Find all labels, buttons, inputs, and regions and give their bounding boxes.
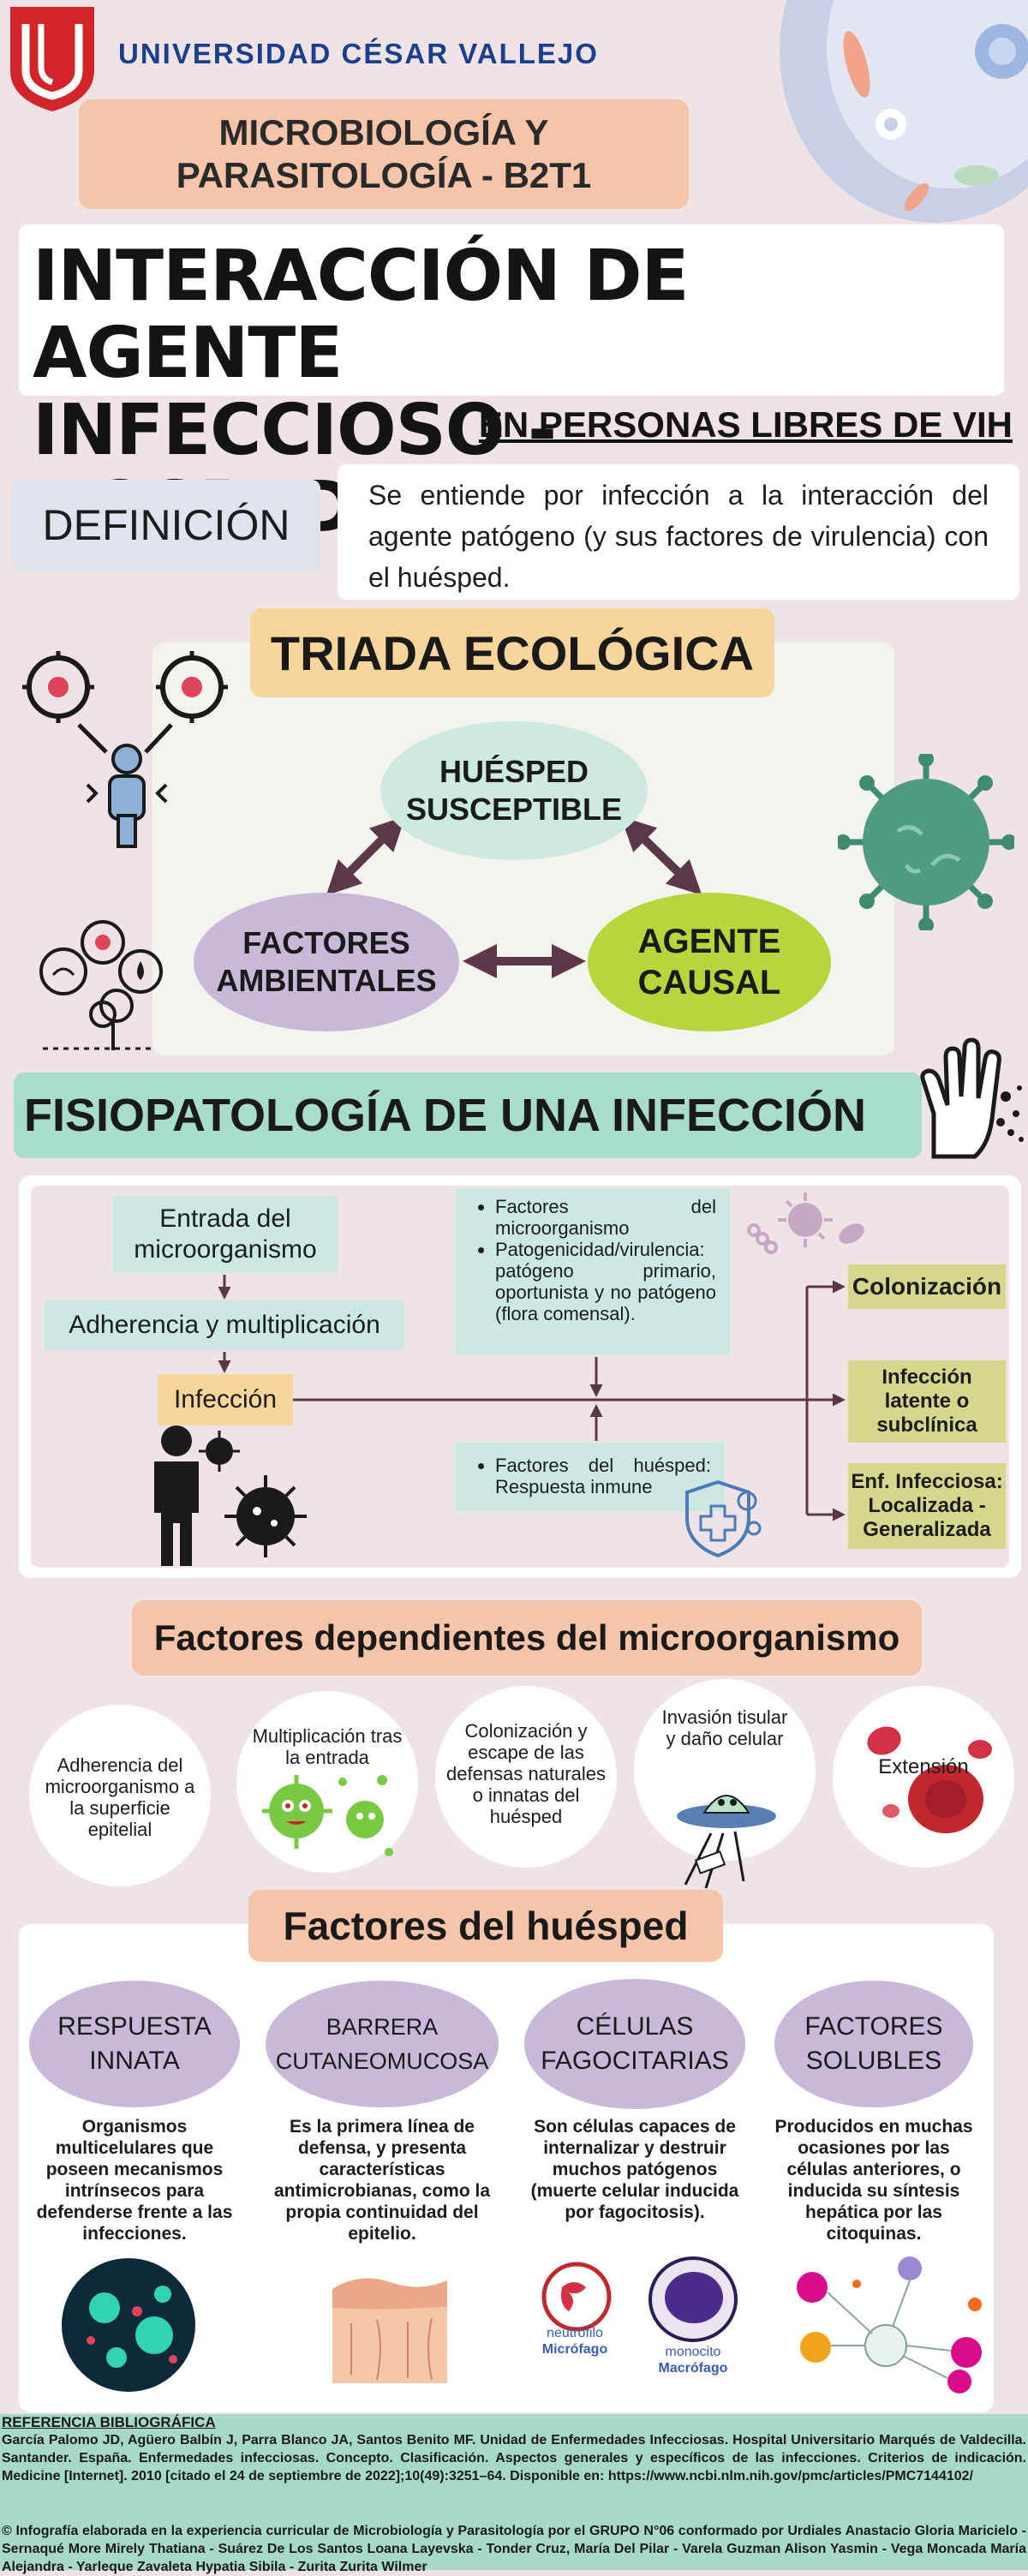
host-factor-item: Factores del huésped: Respuesta inmune [495,1455,711,1497]
monocyte-label: monocito Macrófago [644,2344,742,2376]
host-factor-pill: RESPUESTA INNATA [29,1981,240,2107]
monocyte-icon [648,2256,738,2342]
micro-factor-circle [634,1679,816,1861]
page-subtitle: EN PERSONAS LIBRES DE VIH [478,404,1013,445]
university-name: UNIVERSIDAD CÉSAR VALLEJO [118,38,599,69]
soluble-factors-diagram [783,2244,994,2402]
virus-icon [22,651,94,723]
factores-line-2: AMBIENTALES [216,963,437,998]
micro-factor-label: Extensión [878,1755,969,1778]
agente-line-2: CAUSAL [637,964,781,1001]
neutrophil-icon [541,2262,612,2332]
fisio-latente-box: Infección latente o subclínica [848,1360,1006,1443]
title-panel [19,224,1004,396]
host-factor-pill: BARRERA CUTANEOMUCOSA [266,1981,499,2107]
micro-factor-label: Invasión tisular y daño celular [661,1706,788,1749]
micro-factors-title: Factores dependientes del microorganismo [132,1600,922,1676]
bacteria-icon [747,1192,864,1254]
host-factor-desc: Son células capaces de internalizar y de… [530,2117,739,2222]
virus-icon [224,1475,307,1557]
skin-barrier-image [332,2278,447,2383]
micro-factor-circle [236,1691,418,1873]
monocyte-line-1: monocito [665,2345,721,2359]
triad-arrows [326,816,702,978]
fisio-flow-lines [218,1275,846,1521]
huesped-line-1: HUÉSPED [439,754,589,789]
fisio-micro-factors: Factores del microorganismo Patogenicida… [456,1189,730,1355]
red-blood-cell-icon [867,1726,992,1833]
alien-ufo-icon [677,1795,776,1889]
enf-line-1: Enf. Infecciosa: [851,1470,1003,1493]
environment-icon [39,920,163,1050]
host-factor-pill: FACTORES SOLUBLES [774,1981,973,2107]
references-credit: © Infografía elaborada en la experiencia… [2,2524,1026,2574]
micro-factor-circle [29,1705,211,1886]
course-line-1: MICROBIOLOGÍA Y [218,112,549,152]
neutrophil-line-2: Micrófago [541,2342,608,2357]
micro-factor-item: Patogenicidad/virulencia: patógeno prima… [495,1239,716,1324]
host-factors-title: Factores del huésped [248,1890,723,1962]
title-line-1: INTERACCIÓN DE AGENTE [33,236,690,394]
references-body: García Palomo JD, Agüero Balbín J, Parra… [2,2433,1026,2483]
neutrophil-line-1: neutrófilo [547,2326,603,2340]
host-factor-name-1: FACTORES [804,2012,943,2041]
micro-factor-label: Adherencia del microorganismo a la super… [45,1754,195,1840]
huesped-line-2: SUSCEPTIBLE [405,792,623,827]
agente-line-1: AGENTE [637,923,781,960]
fisio-enfermedad-box: Enf. Infecciosa: Localizada - Generaliza… [848,1463,1006,1549]
fisiopatologia-title: FISIOPATOLOGÍA DE UNA INFECCIÓN [14,1073,922,1158]
host-factor-name-1: BARRERA [326,2014,439,2040]
virus-icon [156,651,228,723]
host-factor-name-2: CUTANEOMUCOSA [275,2048,489,2074]
host-factor-desc: Producidos en muchas ocasiones por las c… [774,2117,973,2244]
micro-factor-item: Factores del microorganismo [495,1196,716,1239]
host-factor-name-1: CÉLULAS [576,2012,694,2041]
course-line-2: PARASITOLOGÍA - B2T1 [176,155,592,195]
micro-factor-label: Multiplicación tras la entrada [252,1725,403,1768]
entrada-line-1: Entrada del [159,1204,291,1233]
host-factor-name-1: RESPUESTA [57,2012,212,2041]
micro-factor-label: Colonización y escape de las defensas na… [446,1720,606,1827]
host-factor-pill: CÉLULAS FAGOCITARIAS [524,1979,745,2109]
host-factor-desc: Es la primera línea de defensa, y presen… [273,2117,491,2244]
fisio-infeccion-box: Infección [158,1374,293,1425]
person-virus-icon [154,1425,307,1566]
micro-factor-circle [435,1686,617,1868]
fisio-host-factors: Factores del huésped: Respuesta inmune [456,1443,725,1511]
fisio-adherencia-box: Adherencia y multiplicación [45,1300,404,1350]
monocyte-line-2: Macrófago [658,2361,728,2376]
person-icon [86,744,168,848]
university-shield-logo [10,7,94,111]
person-icon [154,1425,199,1566]
germ-characters-icon [262,1775,393,1856]
host-factor-name-2: INNATA [89,2047,180,2075]
cell-illustration [780,0,1028,223]
triad-title: TRIADA ECOLÓGICA [250,608,774,697]
neutrophil-label: neutrófilo Micrófago [528,2325,622,2358]
host-factor-desc: Organismos multicelulares que poseen mec… [36,2117,233,2244]
shield-virus-icon [685,1479,762,1558]
host-factor-name-2: SOLUBLES [805,2047,942,2075]
references-title: REFERENCIA BIBLIOGRÁFICA [2,2414,216,2430]
course-badge: MICROBIOLOGÍA Y PARASITOLOGÍA - B2T1 [79,99,689,209]
host-factor-name-2: FAGOCITARIAS [541,2047,729,2075]
factores-line-1: FACTORES [242,925,410,960]
hand-germs-icon [920,1037,1024,1159]
innate-response-image [62,2258,195,2392]
enf-line-3: Generalizada [863,1518,991,1541]
virus-person-icon [22,651,228,848]
definition-text: Se entiende por infección a la interacci… [338,464,1019,600]
fisio-colonizacion-box: Colonización [848,1264,1006,1309]
references-panel [0,2414,1028,2570]
coronavirus-icon [838,754,1014,930]
entrada-line-2: microorganismo [134,1235,317,1264]
triad-agente-node: AGENTE CAUSAL [588,893,831,1031]
enf-line-2: Localizada - [868,1494,986,1517]
definition-label: DEFINICIÓN [12,480,320,571]
